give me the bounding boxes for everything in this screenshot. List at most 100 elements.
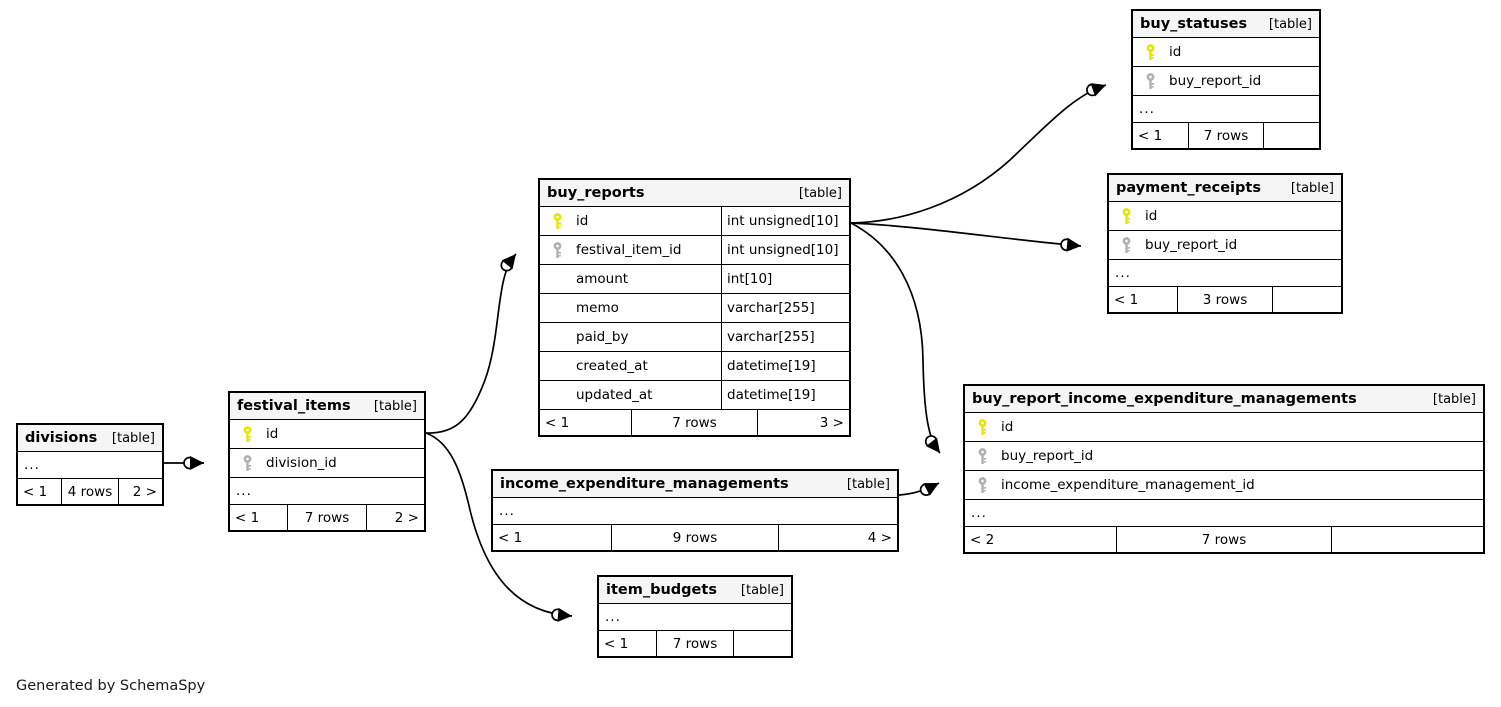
footer-prev-count[interactable]: < 1 [1138,127,1163,144]
column-row-id[interactable]: id [965,413,1483,442]
relationship-many-marker [501,254,516,270]
column-row-amount[interactable]: amount int[10] [540,265,849,294]
relationship-optional-marker [1086,83,1099,97]
footer-prev-count[interactable]: < 1 [1114,291,1139,308]
column-label: amount [576,271,629,287]
column-name-cell: buy_report_id [965,442,1483,470]
table-buy_report_income_expenditure_managements[interactable]: buy_report_income_expenditure_management… [963,384,1485,554]
more-columns-indicator[interactable]: ... [493,498,897,525]
more-columns-indicator[interactable]: ... [965,500,1483,527]
footer-row-count: 7 rows [656,631,734,656]
relationship-edge [850,222,941,454]
table-type-tag: [table] [1290,180,1334,196]
relationship-edge [850,83,1107,224]
column-label: id [266,426,279,442]
column-label: buy_report_id [1169,73,1262,89]
footer-row-count: 7 rows [1188,123,1264,148]
more-columns-indicator[interactable]: ... [1133,96,1319,123]
column-label: id [1001,419,1014,435]
table-title: income_expenditure_managements [500,476,789,492]
column-row-memo[interactable]: memo varchar[255] [540,294,849,323]
primary-key-icon [1139,43,1161,61]
column-row-id[interactable]: id [1133,38,1319,67]
footer-next-count[interactable]: 3 > [819,414,844,431]
footer-prev-count[interactable]: < 2 [970,531,995,548]
relationship-optional-marker [924,435,938,448]
footer-next-count[interactable]: 2 > [394,509,419,526]
column-type: int[10] [727,271,773,287]
footer-prev-count[interactable]: < 1 [235,509,260,526]
column-type: int unsigned[10] [727,213,839,229]
column-name-cell: paid_by [540,323,722,351]
column-row-id[interactable]: id [1109,202,1341,231]
relationship-many-marker [1090,83,1106,97]
column-name-cell: amount [540,265,722,293]
column-type: varchar[255] [727,300,815,316]
column-row-income_expenditure_management_id[interactable]: income_expenditure_management_id [965,471,1483,500]
column-label: income_expenditure_management_id [1001,477,1255,493]
relationship-edge [425,253,517,434]
column-row-division_id[interactable]: division_id [230,449,424,478]
more-columns-indicator[interactable]: ... [18,452,162,479]
footer-row-count: 7 rows [287,505,367,530]
column-row-buy_report_id[interactable]: buy_report_id [965,442,1483,471]
column-label: paid_by [576,329,629,345]
footer-row-count: 4 rows [61,479,119,504]
relationship-optional-marker [551,608,564,622]
column-row-buy_report_id[interactable]: buy_report_id [1133,67,1319,96]
footer-next-count[interactable] [1273,287,1341,312]
foreign-key-icon [546,241,568,259]
column-label: id [1145,208,1158,224]
footer-next-count[interactable]: 4 > [867,529,892,546]
table-title: item_budgets [606,582,717,598]
relationship-many-marker [925,437,940,453]
table-title: buy_reports [547,185,645,201]
table-header-festival_items: festival_items[table] [230,393,424,420]
table-income_expenditure_managements[interactable]: income_expenditure_managements[table]...… [491,469,899,552]
column-label: id [1169,44,1182,60]
table-header-item_budgets: item_budgets[table] [599,577,791,604]
column-row-buy_report_id[interactable]: buy_report_id [1109,231,1341,260]
table-title: buy_report_income_expenditure_management… [972,391,1357,407]
footer-prev-count[interactable]: < 1 [545,414,570,431]
more-columns-indicator[interactable]: ... [230,478,424,505]
relationship-optional-marker [919,483,933,496]
table-title: payment_receipts [1116,180,1261,196]
column-label: memo [576,300,619,316]
table-divisions[interactable]: divisions [table]... < 1 4 rows 2 > [16,423,164,506]
column-row-id[interactable]: id [230,420,424,449]
table-footer-festival_items: < 1 7 rows 2 > [230,505,424,530]
table-type-tag: [table] [111,430,155,446]
column-label: festival_item_id [576,242,682,258]
more-columns-indicator[interactable]: ... [599,604,791,631]
column-name-cell: id [230,420,424,448]
column-name-cell: id [1133,38,1319,66]
table-title: divisions [25,430,98,446]
footer-prev-count[interactable]: < 1 [23,483,48,500]
footer-next-count[interactable] [1264,123,1319,148]
footer-next-count[interactable]: 2 > [132,483,157,500]
column-label: division_id [266,455,337,471]
table-payment_receipts[interactable]: payment_receipts [table] id buy_report_id..… [1107,173,1343,314]
column-name-cell: updated_at [540,381,722,409]
footer-next-count[interactable] [734,631,791,656]
more-columns-indicator[interactable]: ... [1109,260,1341,287]
footer-row-count: 7 rows [1116,527,1332,552]
table-item_budgets[interactable]: item_budgets[table]... < 1 7 rows [597,575,793,658]
footer-next-count[interactable] [1332,527,1483,552]
footer-prev-count[interactable]: < 1 [498,529,523,546]
foreign-key-icon [236,454,258,472]
relationship-optional-marker [1060,238,1073,252]
footer-prev-count[interactable]: < 1 [604,635,629,652]
column-name-cell: memo [540,294,722,322]
